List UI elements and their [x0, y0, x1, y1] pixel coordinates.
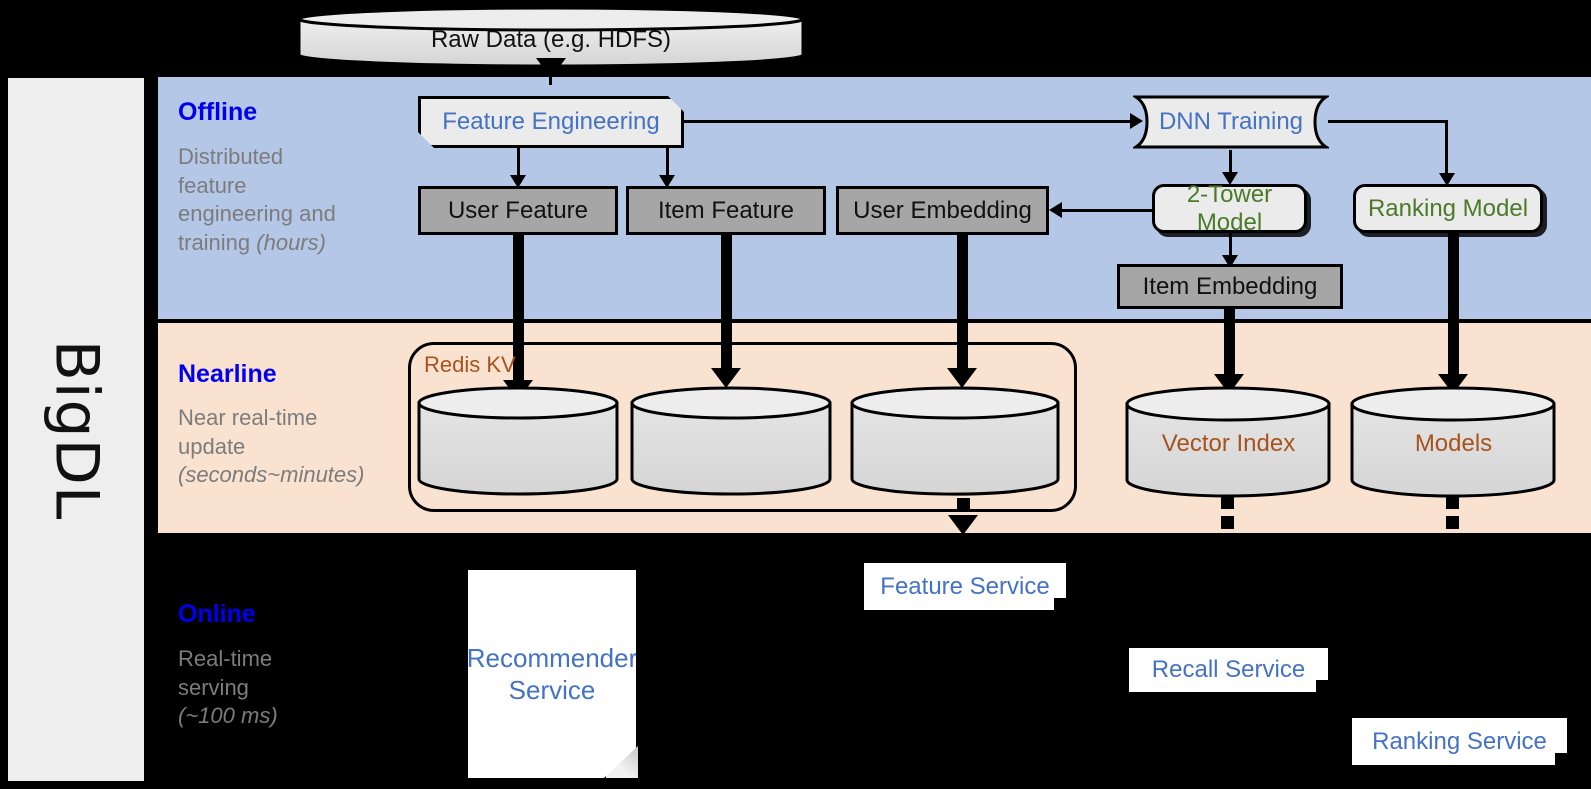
feature-engineering-label: Feature Engineering	[442, 108, 660, 135]
arrow-dnn-to-ranking-head	[1439, 173, 1455, 186]
bigdl-label-text: BigDL	[41, 339, 112, 520]
feature-engineering-box[interactable]: Feature Engineering	[418, 96, 684, 148]
item-embedding-box[interactable]: Item Embedding	[1117, 264, 1343, 309]
arrow-fe-to-dnn-head	[1130, 113, 1143, 129]
arrow-rawdata-to-fe-head	[536, 58, 566, 78]
ranking-model-box[interactable]: Ranking Model	[1353, 184, 1543, 233]
user-feature-label: User Feature	[447, 196, 589, 224]
two-tower-model-label: 2-Tower Model	[1186, 180, 1273, 236]
band-sub-online: Real-time serving (~100 ms)	[178, 645, 408, 731]
feature-service-label: Feature Service	[880, 572, 1050, 600]
item-feature-label: Item Feature	[657, 196, 795, 224]
redis-kv-container	[408, 342, 1077, 512]
thick-arrow-userembedding-shaft	[957, 235, 968, 378]
recommender-service-line1: Recommender	[466, 642, 638, 673]
arrow-twotower-to-userembedding-head	[1049, 202, 1062, 218]
thick-arrow-userfeature-shaft	[513, 235, 524, 390]
vector-index-cylinder[interactable]: Vector Index	[1124, 386, 1333, 498]
connector-vectorindex-dot-2	[1221, 516, 1234, 529]
connector-redis-to-featureservice-dot	[957, 498, 970, 511]
recommender-service-label: Recommender Service	[467, 642, 638, 707]
ranking-model-label: Ranking Model	[1367, 194, 1529, 222]
online-sub-italic: (~100 ms)	[178, 703, 278, 729]
arrow-fe-to-itemfeature-line	[666, 148, 669, 178]
thick-arrow-itemfeature-shaft	[721, 235, 732, 378]
connector-models-dot-1	[1446, 496, 1459, 509]
bigdl-rail-label: BigDL	[8, 78, 144, 781]
feature-service-card[interactable]: Feature Service	[864, 563, 1066, 610]
arrow-fe-to-userfeature-head	[510, 175, 526, 188]
band-sub-nearline: Near real-time update (seconds~minutes)	[178, 404, 418, 490]
bigdl-rail: BigDL	[8, 78, 144, 781]
connector-vectorindex-dot-1	[1221, 496, 1234, 509]
online-sub-italic-wrap: (~100 ms)	[178, 702, 408, 731]
models-label: Models	[1414, 430, 1493, 457]
band-title-offline: Offline	[178, 98, 258, 126]
nearline-sub-italic-wrap: (seconds~minutes)	[178, 461, 418, 490]
user-embedding-label: User Embedding	[853, 196, 1032, 224]
feature-service-fold-icon	[1054, 598, 1066, 610]
online-sub-l2: serving	[178, 674, 249, 700]
item-feature-box[interactable]: Item Feature	[626, 186, 826, 235]
offline-sub-l2: feature	[178, 172, 247, 198]
arrow-fe-to-dnn-line	[684, 120, 1135, 123]
ranking-service-label: Ranking Service	[1372, 727, 1547, 755]
nearline-sub-italic: (seconds~minutes)	[178, 462, 365, 488]
arrow-twotower-to-itememb-line	[1229, 233, 1232, 260]
offline-sub-l3: engineering and	[178, 201, 336, 227]
recommender-service-card[interactable]: Recommender Service	[468, 570, 636, 778]
item-feature-store-cylinder[interactable]	[629, 386, 834, 496]
recall-service-label: Recall Service	[1151, 656, 1306, 683]
ranking-service-card[interactable]: Ranking Service	[1352, 718, 1567, 765]
models-cylinder[interactable]: Models	[1349, 386, 1558, 498]
dnn-training-label: DNN Training	[1158, 108, 1304, 135]
connector-redis-to-featureservice-head	[948, 515, 978, 535]
thick-arrow-rankingmodel-shaft	[1448, 233, 1459, 384]
band-title-nearline: Nearline	[178, 360, 277, 388]
arrow-twotower-to-userembedding-line	[1062, 209, 1154, 212]
arrow-fe-to-userfeature-line	[517, 148, 520, 178]
dnn-training-box[interactable]: DNN Training	[1130, 94, 1332, 155]
recall-service-fold-icon	[1316, 680, 1328, 692]
thick-arrow-itemfeature-head	[711, 368, 741, 388]
online-sub-l1: Real-time	[178, 646, 273, 671]
band-title-online: Online	[178, 600, 256, 628]
user-feature-box[interactable]: User Feature	[418, 186, 618, 235]
offline-sub-l1: Distributed	[178, 144, 284, 169]
nearline-sub-l2: update	[178, 433, 246, 459]
user-embedding-store-cylinder[interactable]	[849, 386, 1061, 496]
arrow-dnn-to-ranking-h	[1328, 120, 1448, 123]
arrow-fe-to-itemfeature-head	[659, 175, 675, 188]
raw-data-label: Raw Data (e.g. HDFS)	[430, 26, 672, 53]
vector-index-label: Vector Index	[1161, 430, 1296, 457]
two-tower-model-box[interactable]: 2-Tower Model	[1152, 181, 1307, 236]
offline-sub-italic: (hours)	[256, 229, 326, 255]
redis-kv-label: Redis KV	[424, 352, 516, 377]
user-feature-store-cylinder[interactable]	[416, 386, 621, 496]
recall-service-card[interactable]: Recall Service	[1129, 648, 1328, 692]
ranking-service-fold-icon	[1555, 753, 1567, 765]
arrow-dnn-to-twotower-head	[1222, 172, 1238, 185]
nearline-sub-l1: Near real-time	[178, 405, 318, 430]
recommender-service-line2: Service	[508, 675, 596, 705]
band-sub-offline: Distributed feature engineering and trai…	[178, 143, 388, 257]
thick-arrow-itemembedding-shaft	[1224, 309, 1235, 384]
connector-models-dot-2	[1446, 516, 1459, 529]
arrow-dnn-to-twotower-line	[1229, 150, 1232, 175]
user-embedding-box[interactable]: User Embedding	[836, 186, 1049, 235]
arrow-dnn-to-ranking-v	[1445, 120, 1448, 176]
item-embedding-label: Item Embedding	[1142, 272, 1318, 300]
thick-arrow-userembedding-head	[947, 368, 977, 388]
offline-sub-l4: training (hours)	[178, 229, 326, 255]
